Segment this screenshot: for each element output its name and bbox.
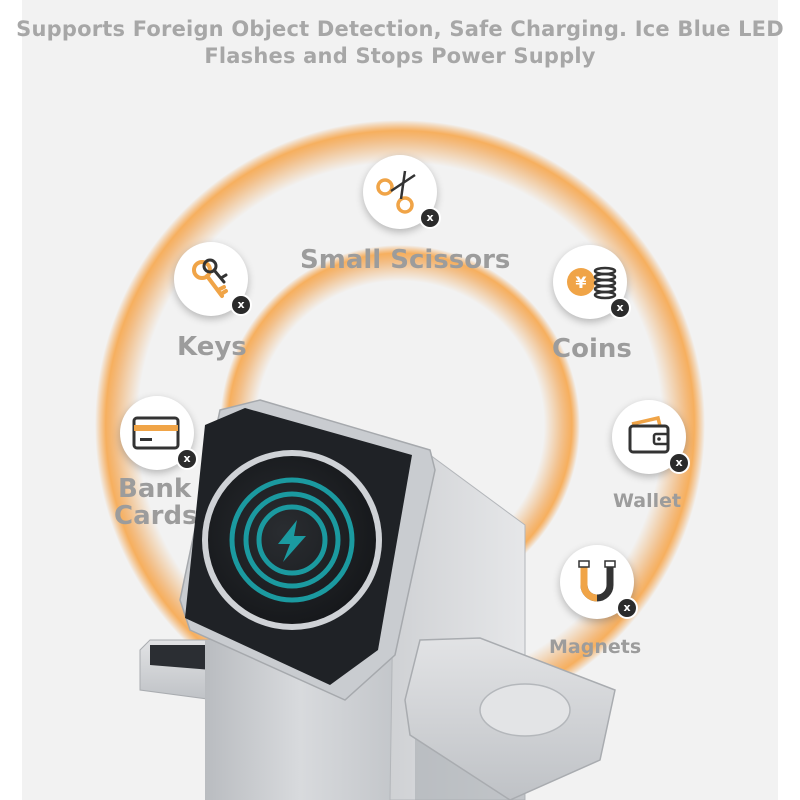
bank-card-icon [132, 416, 180, 450]
wallet-icon [628, 415, 670, 454]
label-keys: Keys [177, 332, 247, 362]
badge-magnets: x [560, 545, 638, 619]
x-mark-icon: x [668, 452, 690, 474]
headline-line-2: Flashes and Stops Power Supply [204, 44, 596, 68]
x-mark-icon: x [616, 597, 638, 619]
label-wallet: Wallet [613, 490, 682, 512]
label-coins: Coins [552, 334, 632, 364]
headline: Supports Foreign Object Detection, Safe … [0, 16, 800, 70]
coins-icon: ¥ [567, 266, 617, 300]
label-bank-cards-line-2: Cards [114, 501, 198, 531]
magnet-icon [578, 560, 616, 602]
svg-text:¥: ¥ [575, 273, 586, 292]
badge-bank-cards: x [120, 396, 198, 470]
headline-line-1: Supports Foreign Object Detection, Safe … [16, 17, 784, 41]
earbuds-pad [479, 683, 571, 737]
keys-icon [192, 258, 228, 298]
x-mark-icon: x [176, 448, 198, 470]
x-mark-icon: x [609, 297, 631, 319]
x-mark-icon: x [419, 207, 441, 229]
badge-wallet: x [612, 400, 690, 474]
badge-small-scissors: x [363, 155, 441, 229]
scissors-icon [376, 170, 416, 214]
label-magnets: Magnets [549, 636, 642, 658]
x-mark-icon: x [230, 294, 252, 316]
badge-keys: x [174, 242, 252, 316]
label-bank-cards-line-1: Bank [118, 474, 192, 504]
badge-coins: ¥ x [553, 245, 631, 319]
label-small-scissors: Small Scissors [300, 245, 511, 275]
lightning-icon [278, 520, 306, 562]
